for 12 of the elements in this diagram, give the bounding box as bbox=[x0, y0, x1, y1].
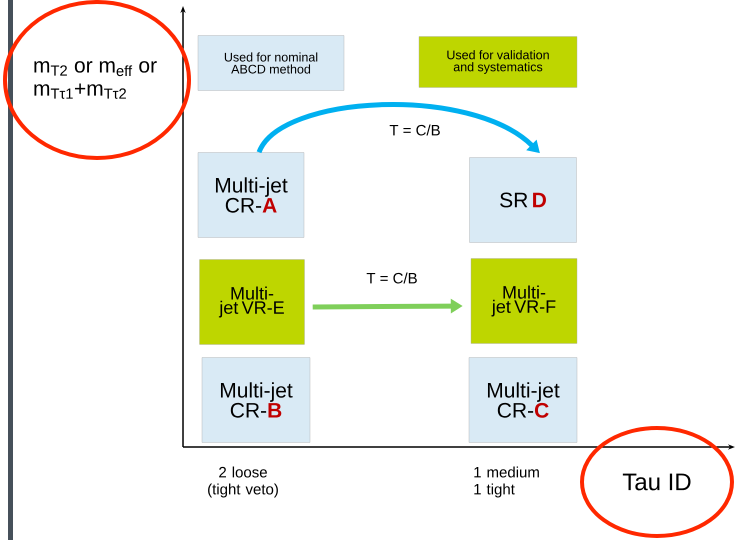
region-box: Multi-jet CR-B bbox=[202, 357, 310, 443]
axis-label: 1 medium 1 tight bbox=[474, 466, 539, 498]
region-box: Used for validation and systematics bbox=[418, 36, 578, 88]
edge-label: T = C/B bbox=[365, 271, 419, 284]
axis-label: 2 loose (tight veto) bbox=[208, 466, 278, 498]
edge-label: T = C/B bbox=[388, 124, 442, 136]
region-box: Multi-jet CR-A bbox=[198, 152, 304, 238]
region-box: Multi-jet VR-E bbox=[199, 259, 305, 345]
region-box: Multi-jet CR-C bbox=[468, 357, 578, 443]
region-box: Used for nominal ABCD method bbox=[198, 35, 344, 91]
region-box: SR D bbox=[469, 157, 577, 243]
region-box: Multi-jet VR-F bbox=[470, 258, 578, 344]
